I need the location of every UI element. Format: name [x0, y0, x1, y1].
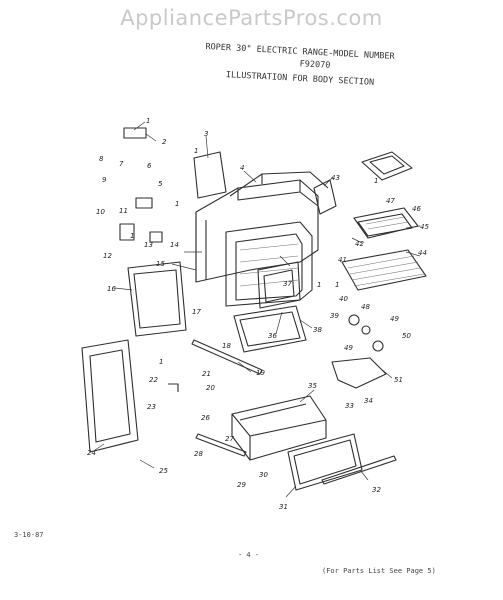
callout-label: 27	[225, 435, 234, 443]
callout-label: 3	[204, 130, 208, 138]
oven-door-window-frame	[257, 261, 301, 309]
leader-lines	[94, 121, 421, 498]
callout-label: 39	[330, 312, 339, 320]
callout-label: 31	[279, 503, 288, 511]
callout-label: 41	[338, 256, 347, 264]
callout-label: 42	[355, 240, 364, 248]
callout-label: 43	[331, 174, 340, 182]
callout-label: 1	[194, 147, 198, 155]
callout-label: 34	[364, 397, 373, 405]
callout-label: 32	[372, 486, 381, 494]
callout-labels: 1 2 3 1 4 5 6 7 8 9 10 11 1 12 13 14 15 …	[87, 117, 429, 511]
callout-label: 48	[361, 303, 370, 311]
callout-label: 21	[202, 370, 211, 378]
callout-label: 36	[268, 332, 277, 340]
callout-label: 7	[119, 160, 124, 168]
storage-drawer	[231, 395, 327, 461]
callout-label: 35	[308, 382, 317, 390]
callout-label: 49	[344, 344, 353, 352]
callout-label: 9	[102, 176, 107, 184]
drawer-front	[287, 433, 363, 491]
callout-label: 49	[390, 315, 399, 323]
toe-kick	[321, 455, 397, 485]
side-panel	[127, 261, 187, 337]
oven-rack	[341, 249, 427, 291]
callout-label: 1	[175, 200, 179, 208]
callout-label: 40	[339, 295, 348, 303]
callout-label: 16	[107, 285, 116, 293]
callout-label: 25	[159, 467, 168, 475]
watermark: AppliancePartsPros.com	[120, 6, 383, 30]
oven-liner	[225, 221, 313, 307]
callout-label: 23	[147, 403, 156, 411]
callout-label: 4	[240, 164, 244, 172]
hinge	[191, 339, 263, 375]
footer-page-number: - 4 -	[238, 551, 260, 559]
callout-label: 20	[206, 384, 215, 392]
callout-label: 1	[317, 281, 321, 289]
callout-label: 1	[335, 281, 339, 289]
callout-label: 51	[394, 376, 403, 384]
callout-label: 1	[159, 358, 163, 366]
callout-label: 1	[374, 177, 378, 185]
callout-label: 46	[412, 205, 421, 213]
broil-element	[361, 151, 413, 181]
callout-label: 50	[402, 332, 411, 340]
callout-label: 8	[99, 155, 104, 163]
callout-label: 11	[119, 207, 128, 215]
callout-label: 29	[237, 481, 246, 489]
drawer-glide	[331, 357, 387, 389]
callout-label: 14	[170, 241, 179, 249]
callout-label: 18	[222, 342, 231, 350]
callout-label: 28	[194, 450, 203, 458]
callout-label: 33	[345, 402, 354, 410]
door-inner-panel	[233, 305, 307, 353]
callout-label: 1	[130, 232, 134, 240]
callout-label: 45	[420, 223, 429, 231]
footer-parts-list-note: (For Parts List See Page 5)	[322, 567, 436, 575]
callout-label: 44	[418, 249, 427, 257]
callout-label: 2	[162, 138, 167, 146]
callout-label: 10	[96, 208, 105, 216]
callout-label: 5	[158, 180, 163, 188]
broiler-pan	[353, 207, 419, 239]
callout-label: 13	[144, 241, 153, 249]
small-parts	[119, 127, 384, 392]
callout-label: 37	[283, 280, 292, 288]
callout-label: 24	[87, 449, 96, 457]
callout-label: 19	[256, 369, 265, 377]
callout-label: 12	[103, 252, 112, 260]
callout-label: 1	[146, 117, 150, 125]
callout-label: 30	[259, 471, 268, 479]
callout-label: 47	[386, 197, 395, 205]
footer-date: 3-10-87	[14, 531, 44, 539]
drawer-rail	[195, 433, 247, 457]
callout-label: 15	[156, 260, 165, 268]
callout-label: 26	[201, 414, 210, 422]
callout-label: 38	[313, 326, 322, 334]
callout-label: 6	[147, 162, 152, 170]
oven-body	[195, 171, 329, 283]
back-panel	[193, 151, 227, 199]
callout-label: 17	[192, 308, 201, 316]
callout-label: 22	[149, 376, 158, 384]
outer-oven-door	[81, 339, 139, 453]
